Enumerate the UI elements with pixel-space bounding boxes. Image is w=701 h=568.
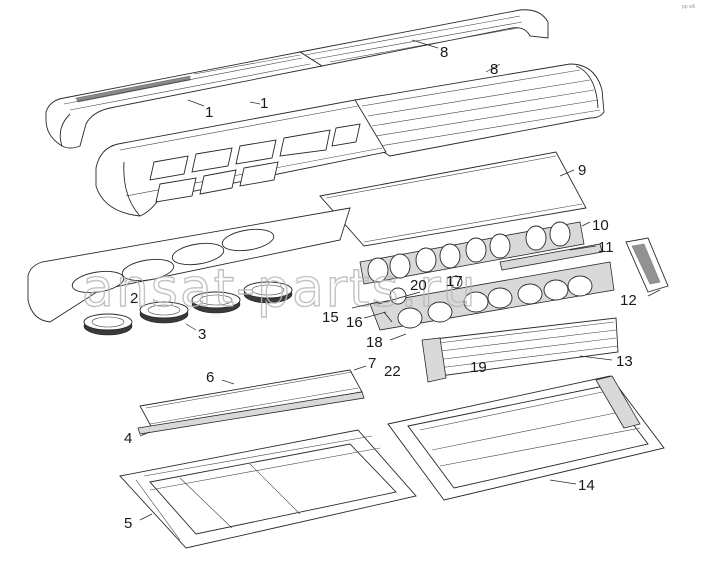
part-14-tray [387, 375, 665, 501]
callout-5: 5 [124, 515, 132, 532]
callout-20: 20 [410, 277, 427, 294]
callout-7: 7 [368, 355, 376, 372]
watermark: ansat-parts.ru [82, 259, 478, 319]
callout-1-upper: 1 [205, 104, 213, 121]
callout-13: 13 [616, 353, 633, 370]
callout-14: 14 [578, 477, 595, 494]
part-1-upper-cover [45, 51, 324, 149]
part-2-base-plate [27, 207, 351, 323]
callout-22: 22 [384, 363, 401, 380]
part-9-panel [319, 151, 587, 247]
callout-10: 10 [592, 217, 609, 234]
callout-19: 19 [470, 359, 487, 376]
part-12-control-box [625, 237, 669, 293]
part-8-upper-cover [298, 9, 549, 67]
lower-blower-assembly [369, 261, 615, 331]
part-5-frame [119, 429, 417, 549]
part-10-blowers [359, 221, 585, 285]
part-8-lower-cover [354, 63, 605, 157]
callout-18: 18 [366, 334, 383, 351]
part-4-frame [137, 391, 365, 435]
callout-8-lower: 8 [490, 61, 498, 78]
leader-lines [139, 39, 661, 521]
part-3-diffusers [83, 281, 293, 336]
callout-15: 15 [322, 309, 339, 326]
part-13-coil [421, 317, 619, 383]
vent-openings [149, 123, 361, 203]
callout-4: 4 [124, 430, 132, 447]
part-11-rail [499, 243, 603, 271]
callout-12: 12 [620, 292, 637, 309]
callout-6: 6 [206, 369, 214, 386]
callout-2: 2 [130, 290, 138, 307]
callout-9: 9 [578, 162, 586, 179]
callout-11: 11 [598, 239, 614, 256]
callout-16: 16 [346, 314, 363, 331]
callouts: 1 1 8 8 9 10 11 12 2 3 20 17 15 16 18 22… [124, 44, 637, 532]
part-1-lower-cover [95, 99, 387, 217]
callout-3: 3 [198, 326, 206, 343]
callout-1-lower: 1 [260, 95, 268, 112]
callout-8-upper: 8 [440, 44, 448, 61]
callout-17: 17 [446, 273, 463, 290]
corner-mark: pp w6 [682, 4, 696, 10]
